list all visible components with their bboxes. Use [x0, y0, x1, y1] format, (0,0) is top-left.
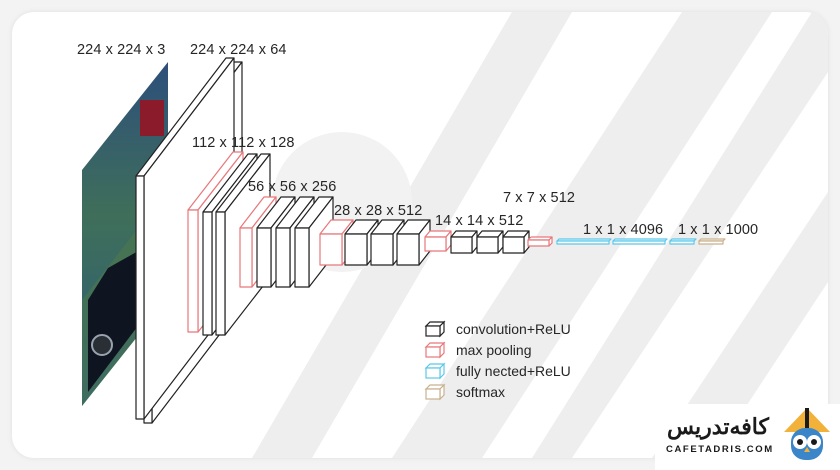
label-fc: 1 x 1 x 4096 [583, 222, 664, 238]
fc-swatch-icon [424, 362, 446, 379]
brand-badge: کافه‌تدریس CAFETADRIS.COM [655, 404, 840, 470]
label-conv2: 112 x 112 x 128 [192, 135, 295, 151]
label-softmax: 1 x 1 x 1000 [678, 222, 759, 238]
conv2-block [187, 151, 271, 336]
legend: convolution+ReLU max pooling fully necte… [424, 318, 571, 402]
conv3-block [239, 196, 334, 288]
brand-name: کافه‌تدریس [667, 414, 769, 439]
image-sign [140, 100, 164, 136]
label-conv4: 28 x 28 x 512 [334, 203, 423, 219]
legend-label-fc: fully nected+ReLU [456, 362, 571, 379]
brand-url: CAFETADRIS.COM [666, 444, 774, 455]
pool5-block [527, 236, 553, 247]
legend-label-softmax: softmax [456, 383, 506, 400]
pool-swatch-icon [424, 341, 446, 358]
legend-item-conv: convolution+ReLU [424, 318, 571, 339]
label-conv1: 224 x 224 x 64 [190, 42, 287, 58]
label-conv3: 56 x 56 x 256 [248, 179, 337, 195]
conv4-block [319, 219, 431, 266]
owl-logo-icon [784, 408, 830, 460]
legend-label-conv: convolution+ReLU [456, 320, 571, 337]
label-pool5: 7 x 7 x 512 [503, 190, 576, 206]
label-conv5: 14 x 14 x 512 [435, 213, 524, 229]
legend-item-fc: fully nected+ReLU [424, 360, 571, 381]
legend-item-pool: max pooling [424, 339, 571, 360]
conv5-block [424, 230, 530, 254]
legend-item-softmax: softmax [424, 381, 571, 402]
softmax-layer [698, 238, 726, 245]
softmax-swatch-icon [424, 383, 446, 400]
legend-label-pool: max pooling [456, 341, 532, 358]
fc-layers [556, 238, 697, 245]
conv-swatch-icon [424, 320, 446, 337]
label-input: 224 x 224 x 3 [77, 42, 166, 58]
